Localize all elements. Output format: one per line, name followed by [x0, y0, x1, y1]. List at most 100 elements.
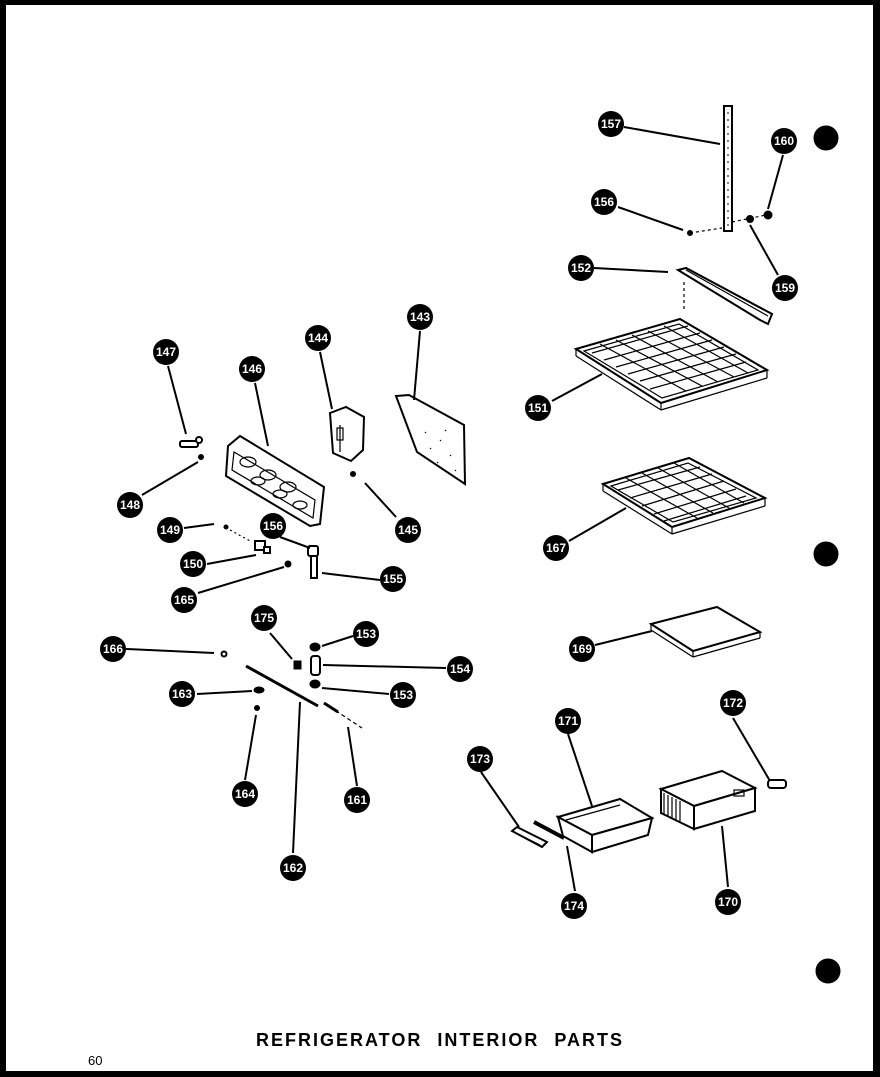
callout-151: 151: [525, 395, 551, 421]
callout-173: 173: [467, 746, 493, 772]
callout-153-top-label: 153: [356, 627, 376, 641]
part-screw-149: [223, 524, 253, 543]
callout-149-label: 149: [160, 523, 180, 537]
callout-164-label: 164: [235, 787, 255, 801]
callout-152: 152: [568, 255, 594, 281]
callout-148: 148: [117, 492, 143, 518]
part-crisper-pan-170: [658, 769, 758, 831]
callout-153-bottom: 153: [390, 682, 416, 708]
callout-174-label: 174: [564, 899, 584, 913]
callout-156-panel-label: 156: [263, 519, 283, 533]
callout-165: 165: [171, 587, 197, 613]
callout-164: 164: [232, 781, 258, 807]
part-screw-158: [687, 227, 723, 236]
callout-167-label: 167: [546, 541, 566, 555]
part-crisper-pan-171: [555, 797, 655, 854]
callout-143: 143: [407, 304, 433, 330]
callout-143-label: 143: [410, 310, 430, 324]
part-slide-174: [533, 820, 565, 840]
part-cover-143: [394, 393, 467, 486]
callout-170-label: 170: [718, 895, 738, 909]
callout-169-label: 169: [572, 642, 592, 656]
part-grommet-153: [309, 642, 321, 689]
callout-154-label: 154: [450, 662, 470, 676]
callout-162-label: 162: [283, 861, 303, 875]
part-bulb-175: [293, 660, 302, 670]
callout-161: 161: [344, 787, 370, 813]
callout-154: 154: [447, 656, 473, 682]
callout-159-label: 159: [775, 281, 795, 295]
callout-171-label: 171: [558, 714, 578, 728]
part-roller-172: [767, 779, 787, 789]
callout-171: 171: [555, 708, 581, 734]
callout-156-shelf: 156: [591, 189, 617, 215]
diagram-title: REFRIGERATOR INTERIOR PARTS: [255, 1030, 624, 1050]
callout-175-label: 175: [254, 611, 274, 625]
leader-lines: [125, 126, 784, 892]
callout-145-label: 145: [398, 523, 418, 537]
part-washer-159: [746, 215, 754, 223]
part-control-panel-146: [224, 434, 326, 528]
callout-165-label: 165: [174, 593, 194, 607]
callout-169: 169: [569, 636, 595, 662]
part-screw-164: [254, 705, 260, 711]
callout-156-shelf-label: 156: [594, 195, 614, 209]
callout-144-label: 144: [308, 331, 328, 345]
part-rod-162: [245, 664, 319, 708]
callout-160-label: 160: [774, 134, 794, 148]
callout-147-label: 147: [156, 345, 176, 359]
callout-149: 149: [157, 517, 183, 543]
part-screw-145: [350, 471, 356, 477]
part-clip-163: [253, 686, 265, 694]
part-socket-154: [310, 655, 321, 676]
callout-163: 163: [169, 681, 195, 707]
callout-172-label: 172: [723, 696, 743, 710]
binder-hole-bottom: [815, 958, 841, 984]
part-clip-148: [198, 454, 204, 460]
callout-172: 172: [720, 690, 746, 716]
binder-hole-top: [813, 125, 839, 151]
callout-163-label: 163: [172, 687, 192, 701]
part-wire-161: [323, 701, 363, 729]
callout-174: 174: [561, 893, 587, 919]
part-knob-147: [179, 436, 203, 448]
part-nut-160: [731, 210, 773, 223]
part-bracket-144: [328, 405, 366, 463]
part-shelf-rail-152: [675, 266, 774, 326]
callout-159: 159: [772, 275, 798, 301]
callout-156-panel: 156: [260, 513, 286, 539]
callout-145: 145: [395, 517, 421, 543]
callout-166: 166: [100, 636, 126, 662]
part-wire-shelf-151: [573, 317, 770, 411]
callout-166-label: 166: [103, 642, 123, 656]
callout-167: 167: [543, 535, 569, 561]
callout-146: 146: [239, 356, 265, 382]
callout-144: 144: [305, 325, 331, 351]
callout-155-label: 155: [383, 572, 403, 586]
callout-173-label: 173: [470, 752, 490, 766]
callout-151-label: 151: [528, 401, 548, 415]
callout-175: 175: [251, 605, 277, 631]
part-tube-155: [310, 555, 318, 579]
part-wire-shelf-167: [600, 456, 768, 535]
callout-150-label: 150: [183, 557, 203, 571]
callout-146-label: 146: [242, 362, 262, 376]
callout-148-label: 148: [120, 498, 140, 512]
part-clip-165: [284, 560, 292, 568]
callout-162: 162: [280, 855, 306, 881]
callout-155: 155: [380, 566, 406, 592]
part-thermostat-150: [254, 540, 271, 554]
callout-161-label: 161: [347, 793, 367, 807]
binder-hole-middle: [813, 541, 839, 567]
callout-153-bottom-label: 153: [393, 688, 413, 702]
part-slide-173: [510, 825, 549, 849]
part-wire-166: [220, 650, 228, 658]
callout-170: 170: [715, 889, 741, 915]
callout-150: 150: [180, 551, 206, 577]
part-shelf-ladder-157: [723, 105, 733, 232]
callout-153-top: 153: [353, 621, 379, 647]
page-number: 60: [88, 1053, 103, 1068]
callout-147: 147: [153, 339, 179, 365]
